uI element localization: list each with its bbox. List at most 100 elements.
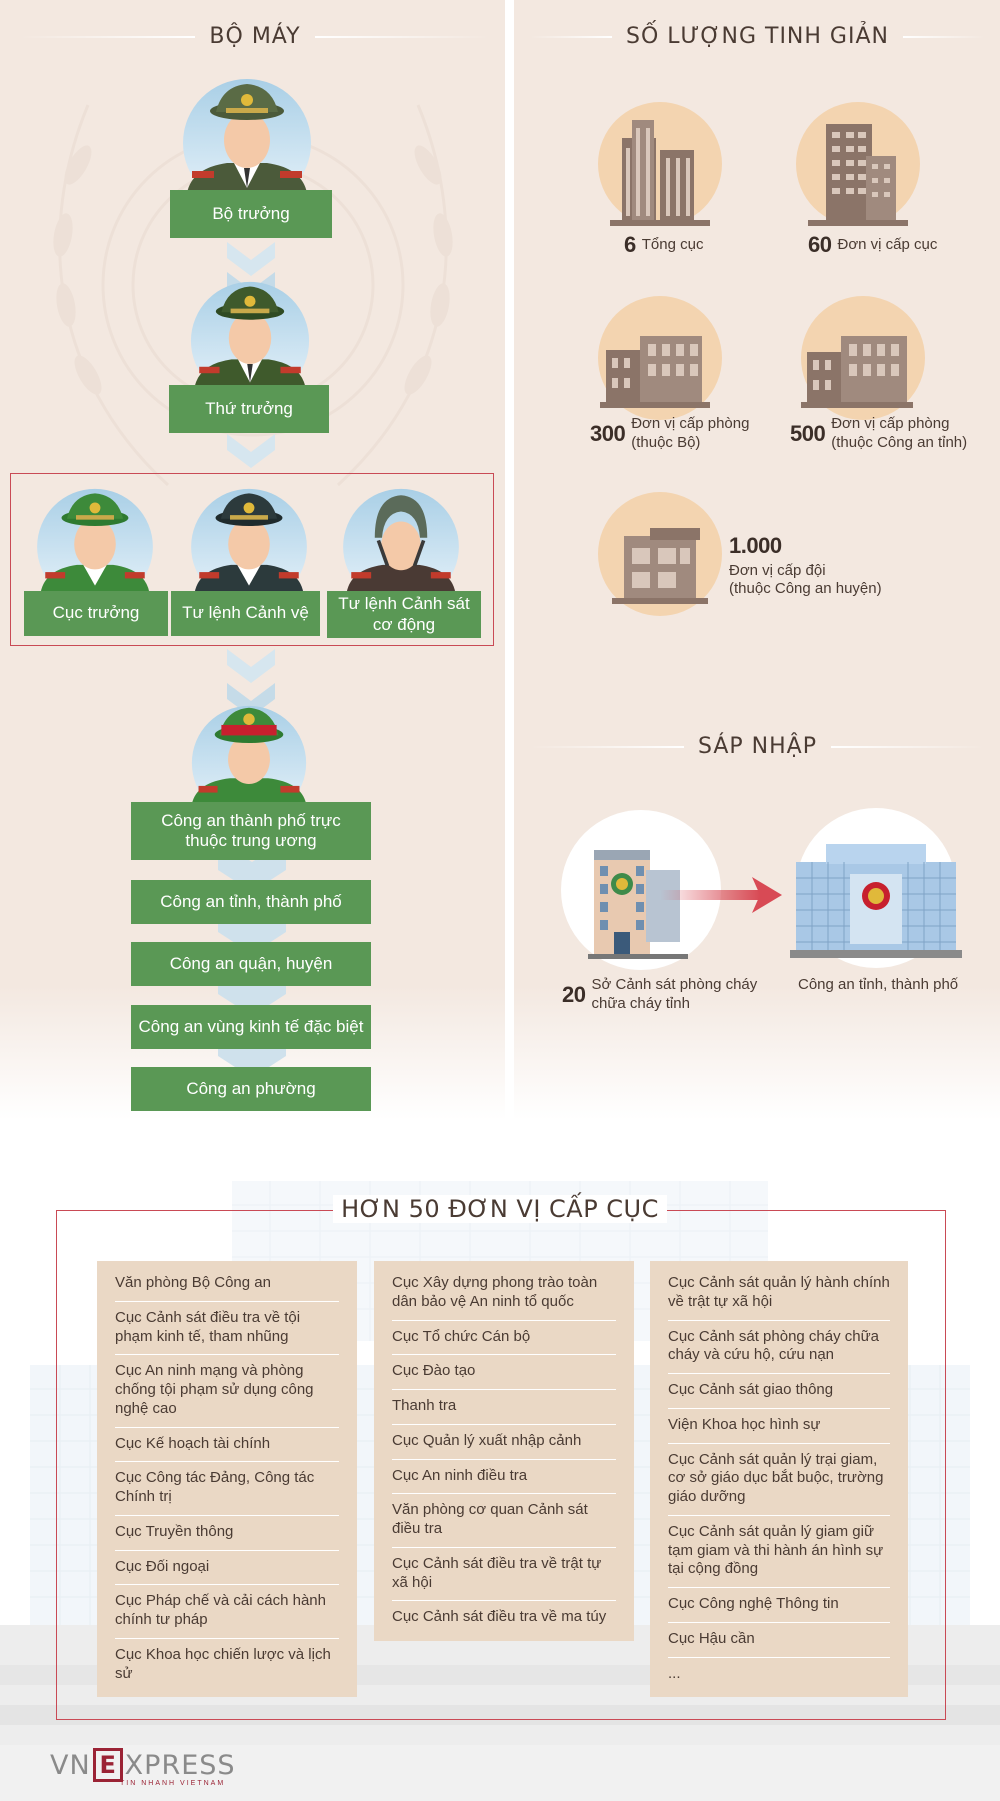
list-item: Cục Công nghệ Thông tin [668,1588,890,1623]
wreath-emblem-icon [53,104,453,487]
merge-from-caption: 20 Sở Cảnh sát phòng cháy chữa cháy tỉnh [562,976,761,1014]
stat-label-group: Đơn vị cấp phòng(thuộc Bộ) [631,415,749,453]
chevron-down-icon [227,434,275,468]
stat-label: Tổng cục [641,235,704,253]
office-tower-building-icon [796,102,920,226]
logo-tagline: TIN NHANH VIETNAM [120,1780,226,1787]
stat-label: Đơn vị cấp đội [729,561,826,579]
list-item: Cục Cảnh sát điều tra về tội phạm kinh t… [115,1302,339,1356]
police-headquarters-building-icon [790,808,962,968]
unit-district-police-box: Công an quận, huyện [131,942,371,986]
stat-number: 500 [790,420,826,446]
deputy-minister-avatar [190,281,310,390]
rank-minister-box: Bộ trưởng [170,190,332,238]
fire-department-building-icon [561,810,721,970]
list-item: ... [668,1664,681,1682]
merge-to-caption: Công an tỉnh, thành phố [798,976,959,993]
commanders-group-frame [10,473,494,646]
list-item: Cục Cảnh sát điều tra về trật tự xã hội [392,1548,616,1602]
stat-label: Đơn vị cấp cục [837,235,938,253]
stat-sublabel: (thuộc Công an tỉnh) [831,433,968,451]
guard-commander-avatar [191,488,307,592]
stat-general-departments: 6 Tổng cục [624,232,703,258]
panel-divider [505,0,514,1120]
list-item: Cục Truyền thông [115,1516,339,1551]
list-item: Cục Pháp chế và cải cách hành chính tư p… [115,1585,339,1639]
merge-title-text: SÁP NHẬP [698,734,817,759]
list-item: Cục Khoa học chiến lược và lịch sử [115,1645,331,1682]
stat-label: Đơn vị cấp phòng [631,415,750,432]
stat-sublabel: (thuộc Bộ) [631,433,701,451]
title-rule-right [314,35,491,38]
office-block-building-icon [598,296,722,420]
list-item: Cục Cảnh sát quản lý trại giam, cơ sở gi… [668,1444,890,1516]
units-column-1: Văn phòng Bộ Công an Cục Cảnh sát điều t… [97,1261,357,1698]
stat-number: 60 [808,232,832,257]
title-rule-right [902,35,985,38]
merge-from-group: 20 Sở Cảnh sát phòng cháy chữa cháy tỉnh [562,976,761,1014]
list-item: Cục Hậu cần [668,1623,890,1658]
low-building-icon [598,492,722,616]
stat-number: 6 [624,232,636,257]
list-item: Cục Cảnh sát điều tra về ma túy [392,1608,607,1626]
reduction-title-text: SỐ LƯỢNG TINH GIẢN [626,24,889,49]
merge-from-label: Sở Cảnh sát phòng cháy chữa cháy tỉnh [591,976,758,1012]
skyscraper-building-icon [598,102,722,226]
list-item: Viện Khoa học hình sự [668,1409,890,1444]
rank-director-box: Cục trưởng [24,591,168,636]
rank-mobile-police-box: Tư lệnh Cảnh sát cơ động [327,591,481,638]
list-item: Cục Kế hoạch tài chính [115,1428,339,1463]
office-block-building-icon [801,296,925,420]
list-item: Cục Xây dựng phong trào toàn dân bảo vệ … [392,1267,616,1321]
title-rule-left [20,35,196,38]
stat-team-units: 1.000 Đơn vị cấp đội (thuộc Công an huyệ… [729,532,882,599]
minister-avatar [183,79,311,193]
list-item: Cục Đối ngoại [115,1551,339,1586]
title-rule-left [530,745,684,748]
list-item: Cục Tổ chức Cán bộ [392,1321,616,1356]
merge-from-number: 20 [562,982,586,1007]
unit-ward-police-box: Công an phường [131,1067,371,1111]
list-item: Văn phòng cơ quan Cảnh sát điều tra [392,1494,616,1548]
stat-label: Đơn vị cấp phòng [831,415,950,432]
units-title-text: HƠN 50 ĐƠN VỊ CẤP CỤC [333,1195,667,1223]
stat-label-group: Đơn vị cấp phòng(thuộc Công an tỉnh) [831,415,967,453]
stat-ministry-divisions: 300 Đơn vị cấp phòng(thuộc Bộ) [590,415,749,453]
logo-vn: VN [50,1749,91,1781]
merge-arrow-icon [660,877,782,913]
logo-xpress: XPRESS [124,1749,236,1781]
unit-city-police-box: Công an thành phố trực thuộc trung ương [131,802,371,860]
list-item: Cục Quản lý xuất nhập cảnh [392,1425,616,1460]
list-item: Thanh tra [392,1390,616,1425]
rank-guard-commander-box: Tư lệnh Cảnh vệ [171,591,320,636]
list-item: Văn phòng Bộ Công an [115,1267,339,1302]
structure-title-text: BỘ MÁY [209,24,301,49]
list-item: Cục Công tác Đảng, Công tác Chính trị [115,1462,339,1516]
list-item: Cục Cảnh sát quản lý hành chính về trật … [668,1267,890,1321]
stat-label-group: 1.000 Đơn vị cấp đội (thuộc Công an huyệ… [729,532,882,599]
units-column-3: Cục Cảnh sát quản lý hành chính về trật … [650,1261,908,1698]
vnexpress-logo: VN E XPRESS TIN NHANH VIETNAM [50,1748,236,1787]
department-director-avatar [37,488,153,592]
list-item: Cục Cảnh sát phòng cháy chữa cháy và cứu… [668,1321,890,1374]
structure-title: BỘ MÁY [20,24,491,49]
list-item: Cục An ninh điều tra [392,1460,616,1495]
list-item: Cục An ninh mạng và phòng chống tội phạm… [115,1355,339,1428]
reduction-title: SỐ LƯỢNG TINH GIẢN [530,24,985,49]
units-column-2: Cục Xây dựng phong trào toàn dân bảo vệ … [374,1261,634,1641]
stat-department-units: 60 Đơn vị cấp cục [808,232,937,258]
units-title: HƠN 50 ĐƠN VỊ CẤP CỤC [0,1195,1000,1223]
stat-sublabel: (thuộc Công an huyện) [729,580,882,598]
rank-deputy-box: Thứ trưởng [169,385,329,433]
stat-number: 300 [590,420,626,446]
list-item: Cục Cảnh sát giao thông [668,1374,890,1409]
mobile-police-commander-avatar [343,488,459,592]
stat-province-divisions: 500 Đơn vị cấp phòng(thuộc Công an tỉnh) [790,415,967,453]
stat-number: 1.000 [729,533,782,558]
title-rule-left [530,35,613,38]
unit-economic-zone-police-box: Công an vùng kinh tế đặc biệt [131,1005,371,1049]
merge-title: SÁP NHẬP [530,734,985,759]
list-item: Cục Đào tạo [392,1355,616,1390]
unit-province-police-box: Công an tỉnh, thành phố [131,880,371,924]
